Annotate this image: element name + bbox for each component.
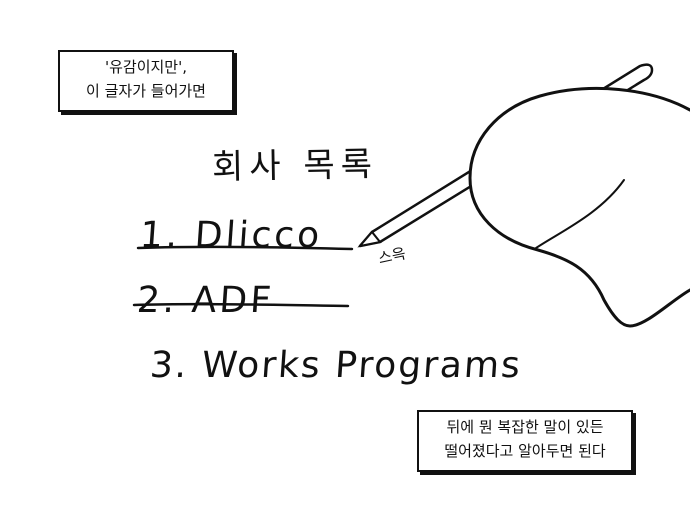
caption-bottom-line-2: 떨어졌다고 알아두면 된다 <box>444 442 606 460</box>
caption-top-line-1: '유감이지만', <box>104 58 187 76</box>
strike-line-2 <box>132 302 350 308</box>
strike-line-1 <box>136 245 354 251</box>
caption-box-bottom: 뒤에 뭔 복잡한 말이 있든 떨어졌다고 알아두면 된다 <box>417 410 633 472</box>
hand-icon <box>468 86 690 328</box>
caption-top-line-2: 이 글자가 들어가면 <box>86 82 206 100</box>
caption-box-top: '유감이지만', 이 글자가 들어가면 <box>58 50 234 112</box>
caption-bottom-line-1: 뒤에 뭔 복잡한 말이 있든 <box>446 418 604 436</box>
